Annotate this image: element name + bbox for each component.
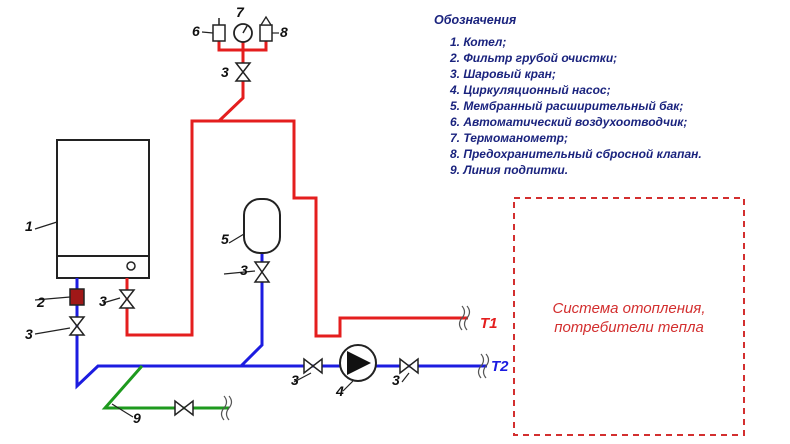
legend-item: 1. Котел; (450, 35, 506, 49)
ball-valves (68, 62, 419, 417)
legend-item: 9. Линия подпитки. (450, 163, 568, 177)
label-pump: 4 (335, 383, 344, 399)
legend-item: 3. Шаровый кран; (450, 67, 556, 81)
pipe-breaks (220, 305, 490, 421)
label-boiler: 1 (25, 218, 33, 234)
label-valve-pump-in: 3 (291, 372, 299, 388)
thermomanometer (233, 23, 253, 43)
valve-boiler-return (68, 316, 86, 336)
label-filter: 2 (36, 294, 45, 310)
safety-valve (259, 15, 273, 42)
system-box-line2: потребители тепла (554, 319, 704, 336)
label-tank: 5 (221, 231, 229, 247)
valve-safety-group (234, 62, 252, 82)
leader-lines (34, 31, 410, 418)
air-vent (212, 18, 226, 42)
expansion-tank (243, 198, 281, 254)
label-makeup: 9 (133, 410, 141, 426)
label-valve-return: 3 (25, 326, 33, 342)
legend-item: 7. Термоманометр; (450, 131, 568, 145)
label-valve-supply: 3 (99, 293, 107, 309)
valve-makeup (174, 399, 194, 417)
legend-title: Обозначения (434, 13, 517, 27)
circulation-pump (339, 344, 377, 382)
label-thermomanometer: 7 (236, 4, 245, 20)
supply-pipes (125, 33, 468, 338)
boiler (56, 139, 150, 279)
component-labels: 1 2 3 3 3 5 3 6 7 8 3 3 4 9 (25, 4, 400, 426)
label-valve-safety: 3 (221, 64, 229, 80)
filter (69, 288, 85, 306)
legend-item: 8. Предохранительный сбросной клапан. (450, 147, 702, 161)
label-supply-t1: T1 (480, 315, 498, 332)
valve-tank (253, 261, 271, 283)
label-safety-valve: 8 (280, 24, 288, 40)
label-air-vent: 6 (192, 23, 200, 39)
legend-item: 6. Автоматический воздухоотводчик; (450, 115, 687, 129)
legend-item: 2. Фильтр грубой очистки; (449, 51, 617, 65)
legend-item: 4. Циркуляционный насос; (449, 83, 611, 97)
valve-boiler-supply (118, 289, 136, 309)
label-return-t2: T2 (491, 358, 509, 375)
label-valve-tank: 3 (240, 262, 248, 278)
heating-system-box (513, 197, 745, 436)
label-valve-pump-out: 3 (392, 372, 400, 388)
legend: Обозначения 1. Котел; 2. Фильтр грубой о… (434, 13, 702, 177)
system-box-line1: Система отопления, (553, 300, 706, 317)
makeup-line (101, 365, 229, 410)
valve-pump-in (303, 357, 323, 375)
legend-item: 5. Мембранный расширительный бак; (450, 99, 683, 113)
valve-pump-out (399, 357, 419, 375)
